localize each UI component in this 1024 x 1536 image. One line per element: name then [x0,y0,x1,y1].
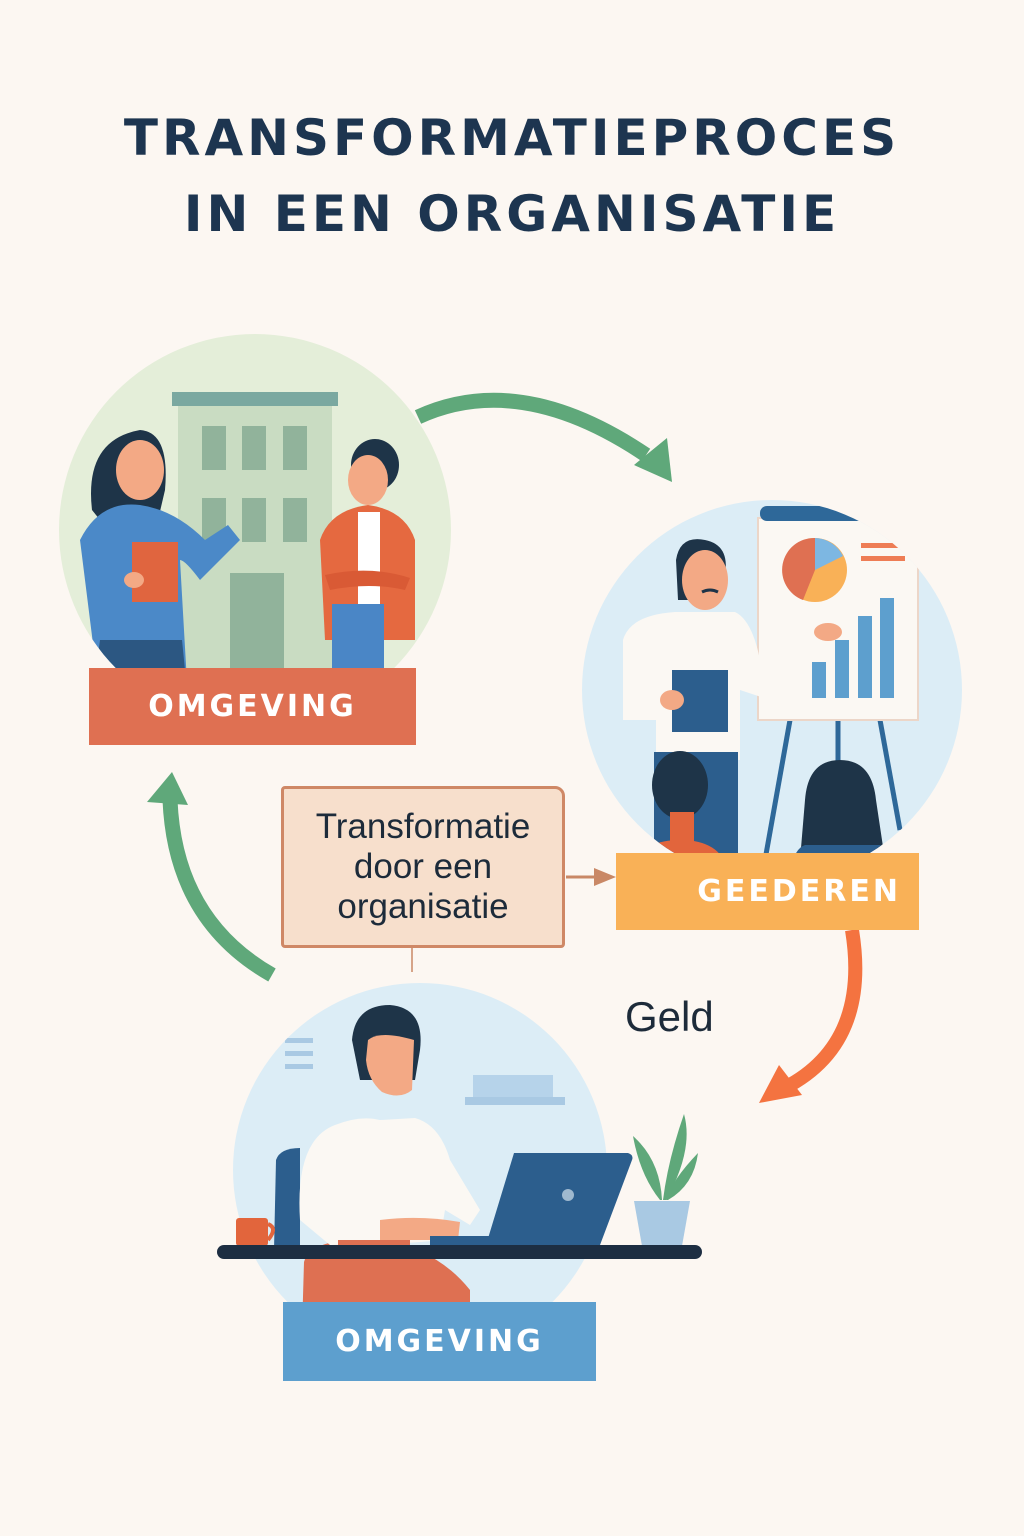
orange-arrow-right [786,928,863,1092]
connector-arrowhead-right [594,868,616,886]
title-line-2: IN EEN ORGANISATIE [183,185,841,243]
green-arrowhead-left [147,772,188,805]
center-box-line-1: Transformatie [315,807,531,846]
node-label-omgeving-bottom: OMGEVING [283,1302,596,1381]
center-transformation-box: Transformatie door een organisatie [281,786,565,948]
green-arrow-top [414,392,651,462]
node-label-geederen: GEEDEREN [616,853,919,930]
orange-arrowhead-right [759,1065,802,1103]
center-box-line-3: organisatie [337,887,509,926]
title-line-1: TRANSFORMATIEPROCES [123,109,901,167]
flow-label-geld: Geld [625,993,714,1040]
page-title: TRANSFORMATIEPROCES IN EEN ORGANISATIE [0,100,1024,252]
green-arrowhead-top [634,438,672,482]
center-box-line-2: door een [353,847,493,886]
green-arrow-left [162,799,276,982]
node-label-omgeving-top: OMGEVING [89,668,416,745]
